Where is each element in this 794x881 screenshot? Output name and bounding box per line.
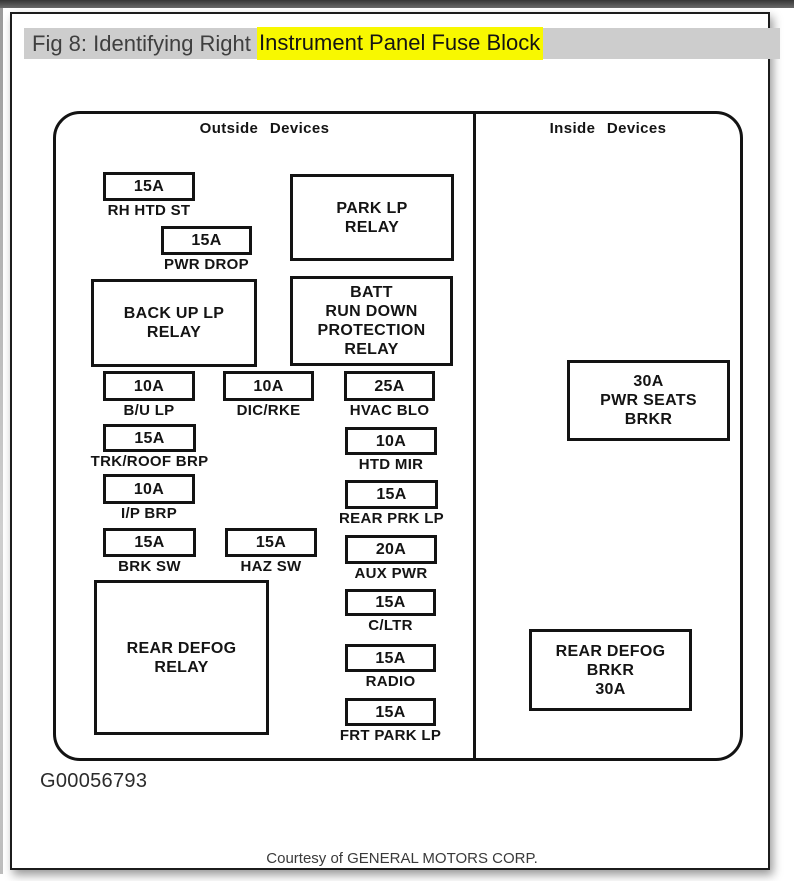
fuse-box-i-p-brp: 10A (103, 474, 195, 504)
fuse-label-htd-mir: HTD MIR (358, 456, 424, 473)
fuse-box-b-u-lp: 10A (103, 371, 195, 401)
relay-text-line: PARK LP (336, 199, 408, 217)
fuse-box-trk-roof-brp: 15A (103, 424, 196, 452)
relay-text-line: RELAY (154, 658, 209, 676)
relay-text-line: BRKR (624, 411, 673, 428)
relay-text-line: REAR DEFOG (555, 642, 666, 660)
figure-code: G00056793 (40, 770, 148, 792)
figure-title-highlighted-text: Instrument Panel Fuse Block (257, 27, 544, 60)
fuse-label-dic-rke: DIC/RKE (236, 402, 301, 419)
fuse-amp-rating: 15A (191, 232, 222, 249)
fuse-label-c-ltr: C/LTR (368, 617, 413, 634)
fuse-amp-rating: 15A (375, 703, 406, 721)
credit-line: Courtesy of GENERAL MOTORS CORP. (266, 850, 538, 867)
window-top-bar (0, 0, 794, 8)
pwr-seats-brkr-box: 30A PWR SEATS BRKR (567, 360, 730, 441)
back-up-lp-relay-box: BACK UP LP RELAY (91, 279, 257, 367)
fuse-label-haz-sw: HAZ SW (240, 558, 302, 575)
figure-title-prefix: Fig 8: Identifying Right (32, 30, 258, 56)
fuse-amp-rating: 15A (376, 486, 407, 503)
left-edge-border (0, 8, 3, 874)
fuse-box-hvac-blo: 25A (344, 371, 435, 401)
relay-text-line: RELAY (344, 218, 400, 236)
document-page: Fig 8: Identifying Right Instrument Pane… (10, 12, 780, 870)
fuse-amp-rating: 15A (133, 178, 165, 195)
fuse-box-c-ltr: 15A (345, 589, 436, 616)
relay-text-line: REAR DEFOG (126, 639, 237, 657)
fuse-label-radio: RADIO (365, 673, 416, 690)
figure-title-bar: Fig 8: Identifying Right Instrument Pane… (24, 27, 780, 60)
fuse-amp-rating: 15A (375, 649, 406, 667)
fuse-amp-rating: 15A (134, 429, 165, 447)
relay-text-line: RELAY (146, 324, 202, 341)
fuse-box-htd-mir: 10A (345, 427, 437, 455)
fuse-amp-rating: 10A (375, 432, 407, 450)
fuse-label-rh-htd-st: RH HTD ST (107, 202, 191, 219)
fuse-label-b-u-lp: B/U LP (123, 402, 175, 419)
relay-text-line: BRKR (586, 661, 635, 679)
fuse-amp-rating: 15A (375, 594, 406, 611)
relay-text-line: BATT (350, 284, 393, 301)
fuse-box-rear-prk-lp: 15A (345, 480, 438, 509)
fuse-box-brk-sw: 15A (103, 528, 196, 557)
fuse-box-radio: 15A (345, 644, 436, 672)
fuse-box-pwr-drop: 15A (161, 226, 252, 255)
relay-text-line: BACK UP LP (123, 305, 225, 322)
fuse-label-trk-roof-brp: TRK/ROOF BRP (90, 453, 209, 470)
fuse-label-pwr-drop: PWR DROP (164, 256, 249, 273)
relay-text-line: RUN DOWN (325, 303, 418, 320)
fuse-box-haz-sw: 15A (225, 528, 317, 557)
fuse-box-dic-rke: 10A (223, 371, 314, 401)
fuse-label-aux-pwr: AUX PWR (354, 565, 428, 582)
inside-devices-heading: Inside Devices (549, 120, 667, 137)
fuse-label-brk-sw: BRK SW (118, 558, 181, 575)
section-divider-line (473, 114, 476, 758)
fuse-amp-rating: 10A (133, 377, 165, 395)
relay-text-line: 30A (595, 680, 626, 698)
relay-text-line: RELAY (344, 341, 399, 358)
fuse-box-frt-park-lp: 15A (345, 698, 436, 726)
fuse-label-i-p-brp: I/P BRP (120, 505, 178, 522)
fuse-amp-rating: 15A (134, 534, 165, 551)
relay-text-line: 30A (633, 373, 664, 390)
fuse-label-rear-prk-lp: REAR PRK LP (339, 510, 444, 527)
relay-text-line: PWR SEATS (600, 392, 697, 409)
relay-text-line: PROTECTION (317, 322, 426, 339)
fuse-box-rh-htd-st: 15A (103, 172, 195, 201)
fuse-label-frt-park-lp: FRT PARK LP (339, 727, 442, 744)
fuse-amp-rating: 10A (133, 480, 165, 498)
fuse-amp-rating: 10A (253, 377, 284, 395)
fuse-amp-rating: 25A (374, 377, 405, 395)
fuse-amp-rating: 15A (255, 534, 287, 551)
batt-run-down-protection-relay-box: BATT RUN DOWN PROTECTION RELAY (290, 276, 453, 366)
fuse-label-hvac-blo: HVAC BLO (349, 402, 430, 419)
fuse-box-aux-pwr: 20A (345, 535, 437, 564)
fuse-amp-rating: 20A (375, 541, 407, 558)
outside-devices-heading: Outside Devices (199, 120, 330, 137)
